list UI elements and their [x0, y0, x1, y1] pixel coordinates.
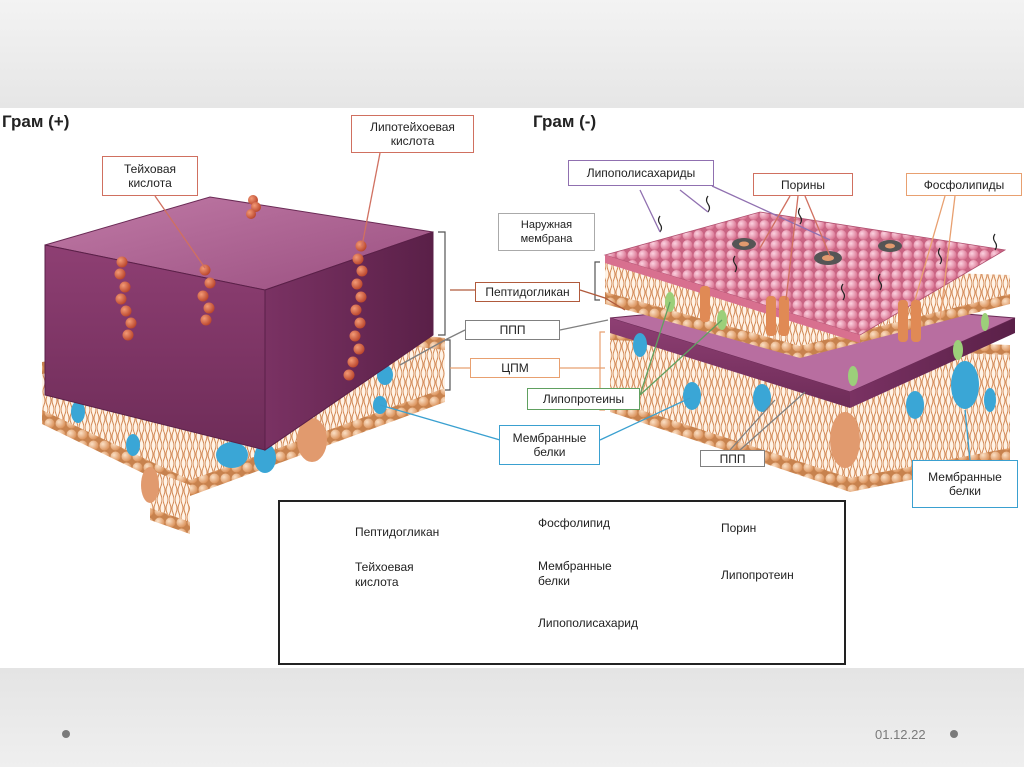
slide-bottom-band	[0, 668, 1024, 767]
gn-outer-lower-heads	[605, 292, 1010, 358]
gp-membrane-front-heads	[150, 508, 190, 534]
label-peptidoglycan: Пептидогликан	[475, 282, 580, 302]
lipoproteins	[665, 292, 989, 386]
label-lipoteichoic-acid: Липотейхоевая кислота	[351, 115, 474, 153]
footer-date: 01.12.22	[875, 727, 926, 742]
porins	[700, 238, 921, 342]
label-ppp-right: ППП	[700, 450, 765, 467]
footer-dot-left	[62, 730, 70, 738]
membrane-protein	[126, 434, 140, 456]
legend-lipoprotein-label: Липопротеин	[721, 568, 794, 582]
leader-lines	[154, 152, 971, 461]
membrane-protein	[254, 443, 276, 473]
label-teichoic-acid: Тейховая кислота	[102, 156, 198, 196]
outer-membrane-bracket	[594, 261, 600, 301]
lps-front-edge	[605, 255, 860, 343]
gn-inner-lower-heads	[610, 400, 1010, 492]
gram-positive-wall	[42, 195, 451, 534]
peptidoglycan-side	[264, 231, 434, 451]
legend-lps-label: Липополисахарид	[538, 616, 638, 630]
label-porins: Порины	[753, 173, 853, 196]
membrane-protein	[71, 401, 85, 423]
gram-negative-wall	[594, 195, 1016, 492]
footer-dot-right	[950, 730, 958, 738]
gp-membrane-lower-heads	[42, 388, 445, 496]
legend-membrane-proteins-label: Мембранные белки	[538, 559, 612, 588]
gram-positive-title: Грам (+)	[2, 112, 70, 131]
cpm-bracket	[445, 339, 451, 391]
gn-cpm-bracket	[599, 331, 605, 411]
slide-top-band	[0, 0, 1024, 108]
gn-peptidoglycan-side	[850, 318, 1015, 408]
membrane-protein	[216, 442, 248, 468]
label-outer-membrane: Наружная мембрана	[498, 213, 595, 251]
label-membrane-proteins-right: Мембранные белки	[912, 460, 1018, 508]
legend: Пептидогликан Тейхоевая кислота Фосфолип…	[278, 500, 846, 665]
label-membrane-proteins-left: Мембранные белки	[499, 425, 600, 465]
legend-phospholipid-label: Фосфолипид	[538, 516, 610, 530]
gram-negative-title: Грам (-)	[533, 112, 597, 131]
gn-peptidoglycan-front	[610, 318, 850, 408]
legend-peptidoglycan-label: Пептидогликан	[355, 525, 440, 539]
label-lipoproteins: Липопротеины	[527, 388, 640, 410]
membrane-protein	[297, 418, 327, 462]
teichoic-acid-chains	[114, 195, 368, 381]
membrane-protein	[141, 467, 159, 503]
label-cpm: ЦПМ	[470, 358, 560, 378]
lps-chains	[657, 195, 998, 301]
peptidoglycan-bracket	[438, 231, 446, 336]
label-phospholipids: Фосфолипиды	[906, 173, 1022, 196]
legend-teichoic-label: Тейхоевая кислота	[355, 560, 414, 589]
label-lipopolysaccharides: Липополисахариды	[568, 160, 714, 186]
legend-porin-label: Порин	[721, 521, 757, 535]
label-ppp: ППП	[465, 320, 560, 340]
gn-membrane-proteins	[633, 333, 996, 468]
